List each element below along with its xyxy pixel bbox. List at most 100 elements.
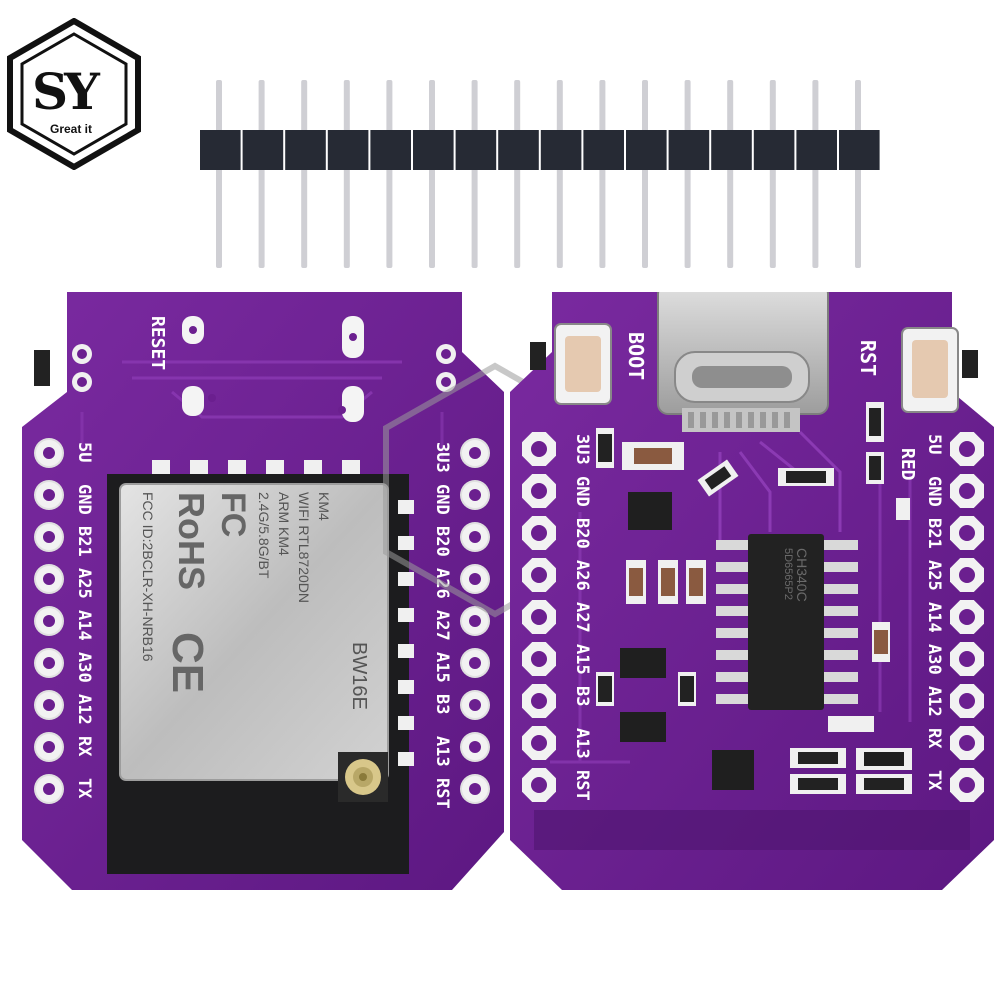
header-pin bbox=[514, 80, 521, 268]
header-pad bbox=[36, 734, 62, 760]
pin-label: A30 bbox=[74, 652, 94, 683]
header-pad bbox=[462, 524, 488, 550]
pin-label: A12 bbox=[924, 686, 944, 717]
header-pin-housing bbox=[370, 130, 411, 170]
pad-hole bbox=[469, 447, 481, 459]
header-pad bbox=[522, 726, 556, 760]
pin-label: A25 bbox=[924, 560, 944, 591]
header-pin-housing bbox=[242, 130, 284, 170]
rohs-mark: RoHS bbox=[171, 492, 212, 590]
pad-hole bbox=[43, 615, 55, 627]
header-pad bbox=[950, 726, 984, 760]
pin-label: 3U3 bbox=[572, 434, 592, 465]
pin-label: RST bbox=[432, 778, 452, 809]
pin-label: 5U bbox=[74, 442, 94, 463]
pad-hole bbox=[959, 567, 975, 583]
pin-label: A25 bbox=[74, 568, 94, 599]
chip-line1: CH340C bbox=[794, 548, 810, 602]
header-pin-housing bbox=[626, 130, 667, 170]
header-pin-housing bbox=[711, 130, 752, 170]
pad-hole bbox=[531, 777, 547, 793]
pad-hole bbox=[531, 441, 547, 457]
header-pin bbox=[684, 80, 691, 268]
hexagon-logo-icon bbox=[7, 17, 141, 171]
pin-label: B20 bbox=[572, 518, 592, 549]
header-pad bbox=[950, 600, 984, 634]
pad-hole bbox=[43, 447, 55, 459]
pin-label: A13 bbox=[432, 736, 452, 767]
ce-mark: CE bbox=[163, 632, 212, 694]
header-pad bbox=[950, 516, 984, 550]
header-pin-housing bbox=[668, 130, 710, 170]
header-pad bbox=[36, 524, 62, 550]
header-pin-housing bbox=[839, 130, 880, 170]
logo-letters: SY bbox=[32, 62, 100, 121]
pad-hole bbox=[959, 693, 975, 709]
header-pad bbox=[950, 768, 984, 802]
header-pin-housing bbox=[796, 130, 837, 170]
pin-label: TX bbox=[74, 778, 94, 799]
pad-hole bbox=[469, 573, 481, 585]
header-pad bbox=[522, 516, 556, 550]
header-pin bbox=[386, 80, 393, 268]
header-pad bbox=[462, 734, 488, 760]
header-pad bbox=[522, 600, 556, 634]
header-pad bbox=[950, 558, 984, 592]
header-pin bbox=[216, 80, 222, 268]
header-pad bbox=[522, 684, 556, 718]
header-pad bbox=[36, 440, 62, 466]
pad-hole bbox=[959, 525, 975, 541]
pad-hole bbox=[469, 615, 481, 627]
pin-label: B3 bbox=[432, 694, 452, 715]
header-pad bbox=[36, 608, 62, 634]
pin-label: A30 bbox=[924, 644, 944, 675]
header-pin-housing bbox=[413, 130, 454, 170]
header-pad bbox=[950, 684, 984, 718]
header-pin bbox=[812, 80, 819, 268]
header-pad bbox=[462, 776, 488, 802]
pin-label: A15 bbox=[432, 652, 452, 683]
module-line3: ARM KM4 bbox=[276, 492, 292, 556]
pad-hole bbox=[531, 609, 547, 625]
module-line2: WIFI RTL8720DN bbox=[296, 492, 312, 603]
header-pad bbox=[522, 432, 556, 466]
ch340c-chip-label: CH340C 5D6565P2 bbox=[782, 548, 810, 602]
header-pin-housing bbox=[753, 130, 795, 170]
header-pin-housing bbox=[200, 130, 241, 170]
pad-hole bbox=[469, 531, 481, 543]
header-pin bbox=[599, 80, 606, 268]
header-pin bbox=[855, 80, 861, 268]
pad-hole bbox=[959, 483, 975, 499]
module-markings: KM4 WIFI RTL8720DN ARM KM4 2.4G/5.8G/BT … bbox=[120, 492, 370, 762]
header-pad bbox=[462, 482, 488, 508]
header-pin-housing bbox=[285, 130, 326, 170]
pad-hole bbox=[531, 525, 547, 541]
pad-hole bbox=[43, 741, 55, 753]
pad-hole bbox=[43, 531, 55, 543]
header-pin bbox=[301, 80, 308, 268]
header-pad bbox=[522, 768, 556, 802]
header-pin bbox=[343, 80, 350, 268]
pin-label: A15 bbox=[572, 644, 592, 675]
pad-hole bbox=[43, 699, 55, 711]
pin-label: RX bbox=[74, 736, 94, 757]
header-pad bbox=[522, 642, 556, 676]
right-pcb-graphic bbox=[510, 292, 994, 890]
fcc-logo-icon: FC bbox=[214, 492, 252, 538]
header-pad bbox=[522, 558, 556, 592]
header-pin bbox=[429, 80, 435, 268]
header-pin bbox=[727, 80, 734, 268]
header-pad bbox=[950, 642, 984, 676]
pin-label: TX bbox=[924, 770, 944, 791]
pad-hole bbox=[43, 573, 55, 585]
pad-hole bbox=[43, 489, 55, 501]
pad-hole bbox=[959, 441, 975, 457]
chip-line2: 5D6565P2 bbox=[782, 548, 794, 600]
pad-hole bbox=[469, 741, 481, 753]
pad-hole bbox=[469, 657, 481, 669]
header-pad bbox=[462, 440, 488, 466]
pad-hole bbox=[469, 489, 481, 501]
pad-hole bbox=[959, 777, 975, 793]
pad-hole bbox=[531, 651, 547, 667]
